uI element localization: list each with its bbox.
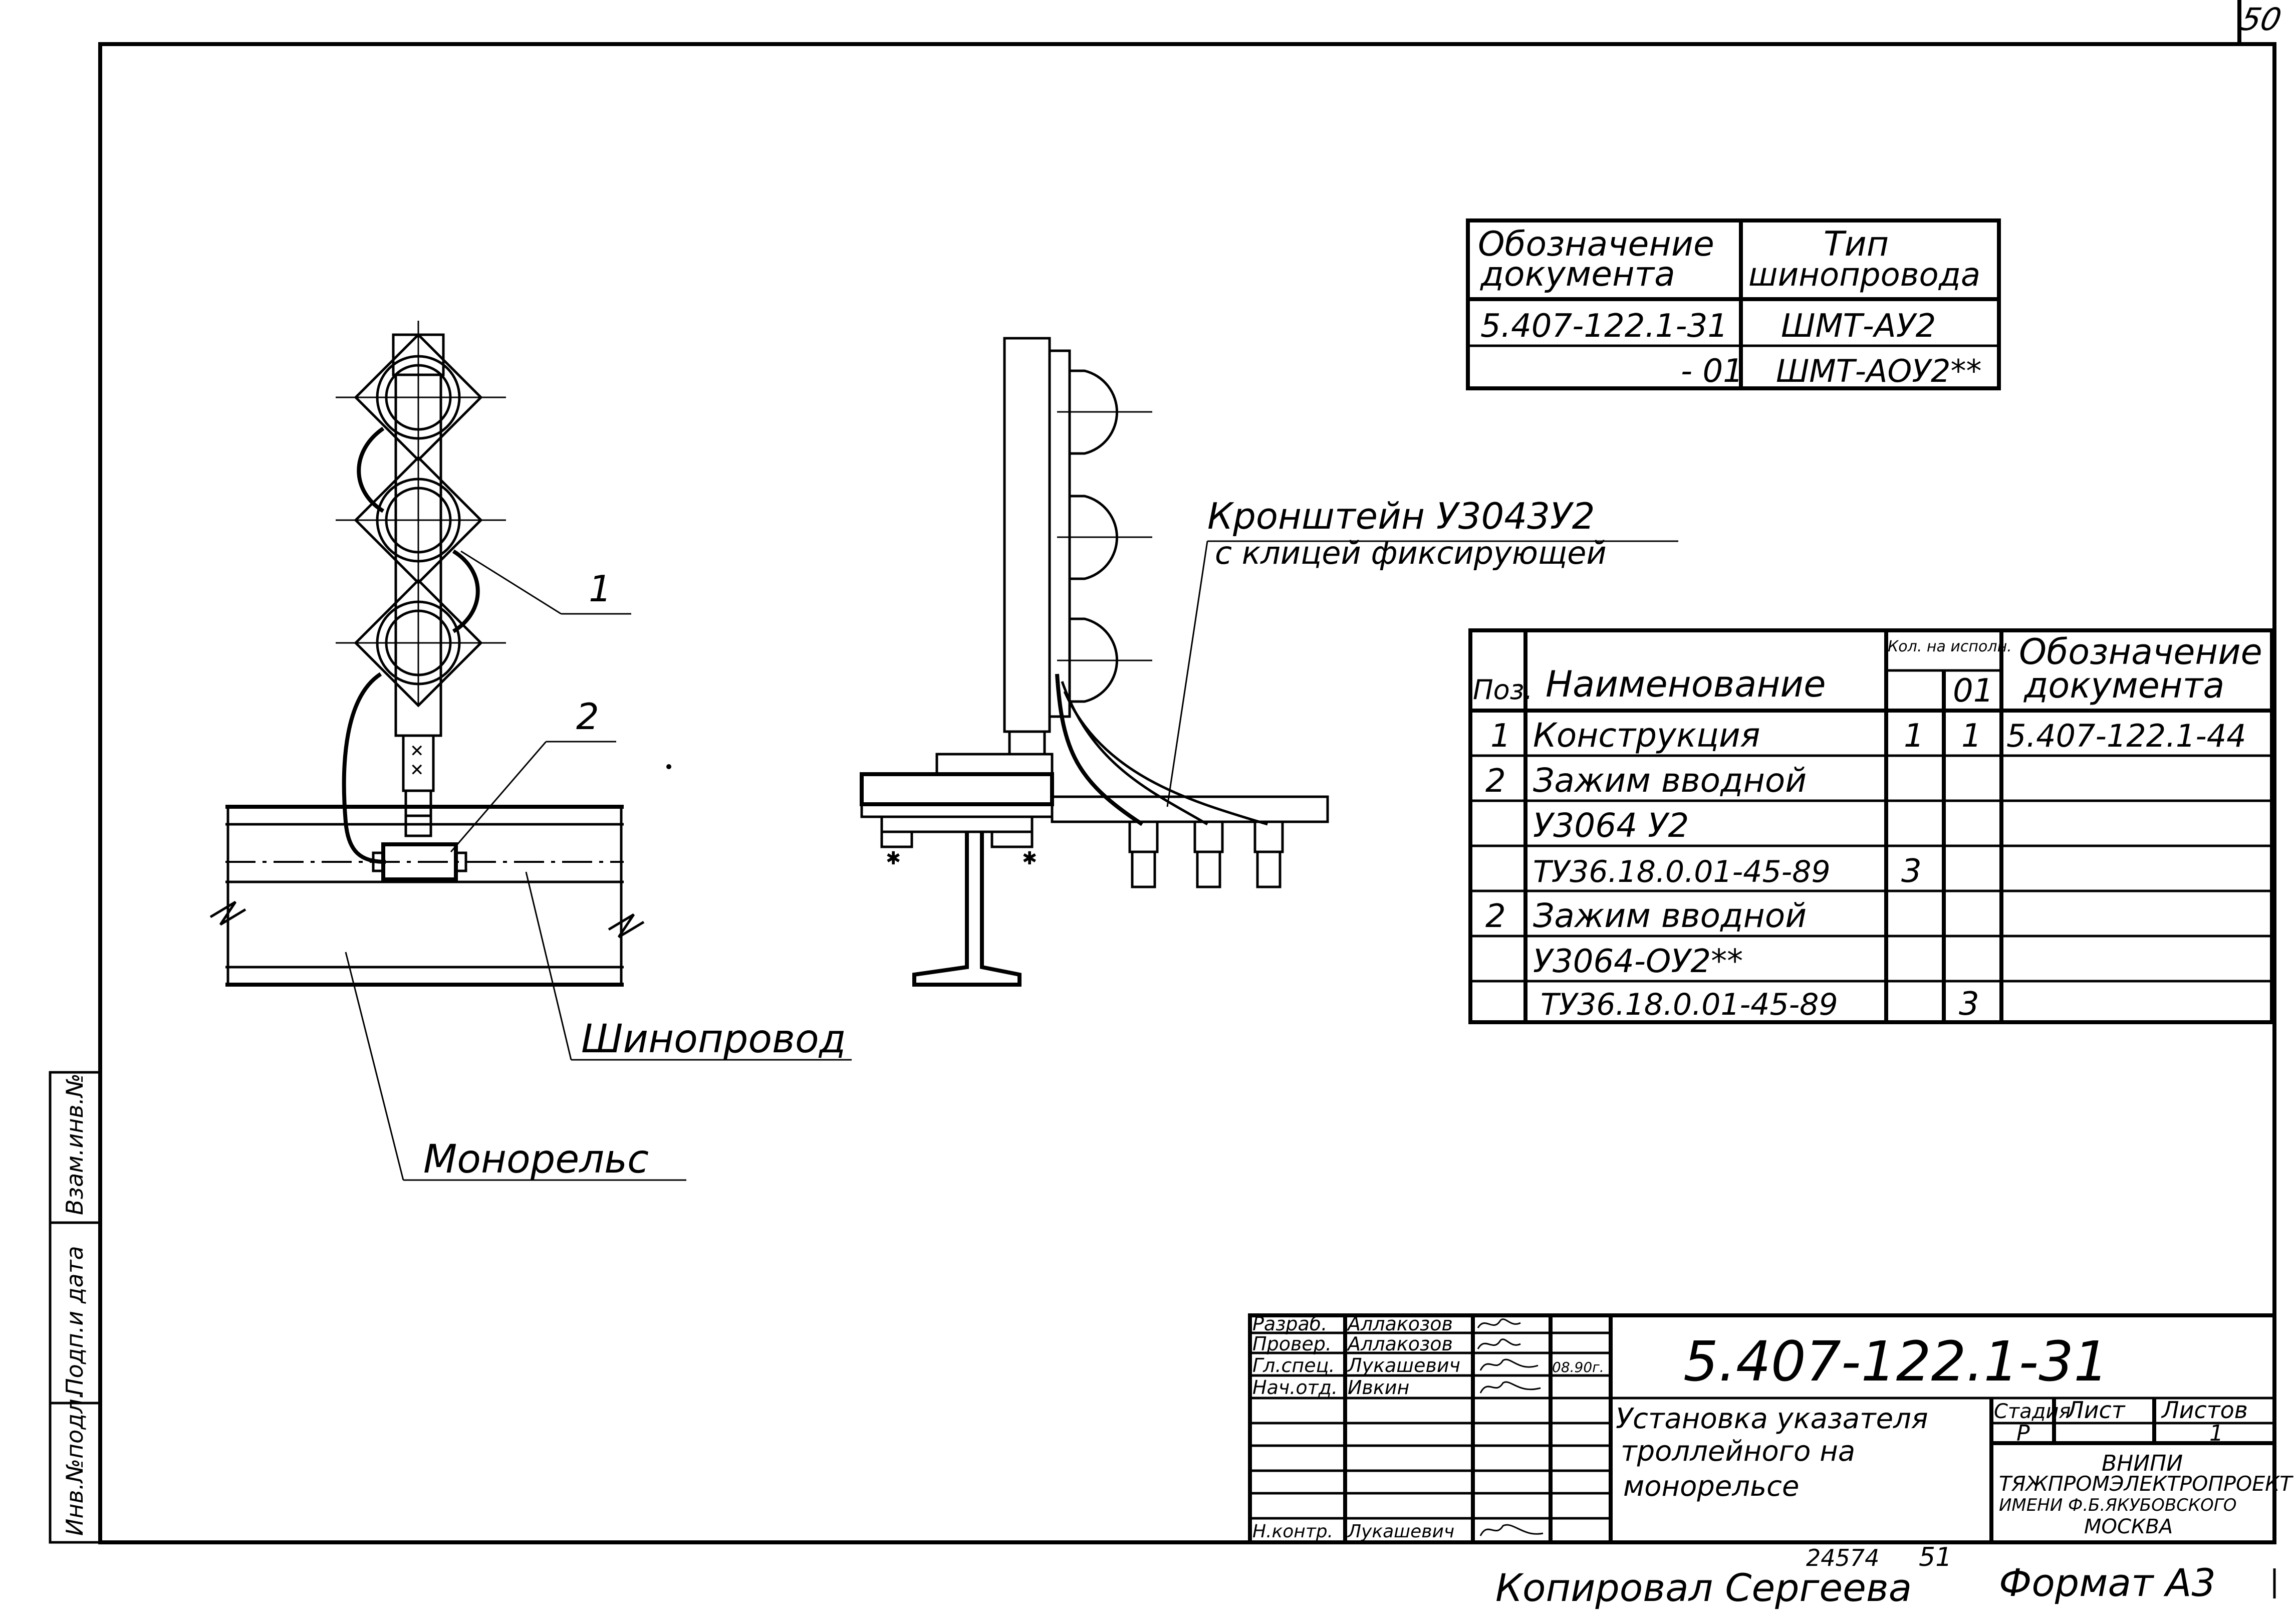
tb-signature-4: [1479, 1381, 1541, 1394]
callout-2: 2: [576, 696, 599, 738]
bracket-label-line2: с клицей фиксирующей: [1215, 535, 1607, 571]
spec-row4-name: ТУ36.18.0.01-45-89: [1533, 854, 1831, 889]
spec-row1-q2: 1: [1961, 718, 1982, 755]
spec-table: Поз. Наименование Кол. на исполн. 01 Обо…: [1468, 628, 2274, 1024]
footer-number: 24574: [1806, 1544, 1879, 1571]
tb-role-3: Гл.спец.: [1252, 1354, 1335, 1376]
spec-row1-pos: 1: [1490, 718, 1511, 755]
sheet-number: 50: [2237, 2, 2284, 38]
tb-name-2: Аллакозов: [1346, 1333, 1453, 1355]
side-view: ✱ ✱: [860, 337, 1329, 987]
tb-stage-header: Стадия: [1994, 1400, 2071, 1423]
spec-row1-name: Конструкция: [1533, 716, 1760, 755]
spec-row5-name: Зажим вводной: [1533, 896, 1807, 935]
doc-type-header-2b: шинопровода: [1748, 257, 1980, 294]
tb-designation: 5.407-122.1-31: [1683, 1329, 2109, 1394]
tb-signature-2: [1477, 1338, 1521, 1349]
spec-header-pos: Поз.: [1473, 674, 1533, 706]
doc-type-table: Обозначение документа Тип шинопровода 5.…: [1466, 218, 2001, 390]
spec-header-name: Наименование: [1546, 663, 1826, 705]
tb-name-1: Аллакозов: [1346, 1313, 1453, 1335]
drawing-frame: 50: [98, 0, 2284, 1544]
tb-title-line2: троллейного на: [1621, 1435, 1855, 1468]
doc-type-row2-type: ШМТ-АОУ2**: [1776, 353, 1981, 389]
tb-date-3: 08.90г.: [1552, 1359, 1604, 1375]
doc-type-header-2a: Тип: [1824, 224, 1889, 264]
bracket-callout: Кронштейн У3043У2 с клицей фиксирующей: [1166, 495, 1678, 807]
spec-row5-pos: 2: [1485, 898, 1506, 935]
spec-row2-pos: 2: [1485, 763, 1506, 800]
footer-format: Формат А3: [1999, 1560, 2216, 1605]
tb-name-4: Ивкин: [1348, 1376, 1409, 1399]
spec-row3-name: У3064 У2: [1533, 806, 1689, 845]
tb-sheet-header: Лист: [2066, 1397, 2126, 1424]
tb-role-2: Провер.: [1252, 1333, 1332, 1355]
tb-name-3: Лукашевич: [1347, 1354, 1460, 1376]
spec-header-doc-b: документа: [2023, 665, 2224, 706]
doc-type-header-1b: документа: [1480, 255, 1675, 294]
tb-signature-3: [1479, 1358, 1539, 1371]
side-stamp-inv: Инв.№подл.: [61, 1392, 88, 1536]
tb-title-line3: монорельсе: [1623, 1470, 1799, 1503]
tb-org-line1: ВНИПИ: [2102, 1451, 2183, 1476]
tb-title-line1: Установка указателя: [1616, 1403, 1928, 1435]
tb-role-1: Разраб.: [1252, 1313, 1327, 1335]
footer-copied: Копировал Сергеева: [1495, 1565, 1912, 1610]
svg-text:✕: ✕: [410, 741, 424, 761]
tb-name-5: Лукашевич: [1347, 1521, 1454, 1542]
tb-role-4: Нач.отд.: [1252, 1376, 1338, 1399]
doc-type-row1-type: ШМТ-АУ2: [1781, 308, 1936, 345]
callout-busbar: Шинопровод: [581, 1017, 846, 1062]
doc-type-row1-doc: 5.407-122.1-31: [1480, 308, 1728, 345]
spec-header-doc-a: Обозначение: [2019, 631, 2262, 672]
svg-text:✕: ✕: [410, 760, 424, 780]
spec-header-qty: Кол. на исполн.: [1888, 638, 2012, 655]
spec-row7-q2: 3: [1959, 986, 1979, 1023]
tb-role-5: Н.контр.: [1252, 1521, 1333, 1542]
footer-page: 51: [1919, 1542, 1952, 1572]
spec-row1-q1: 1: [1904, 718, 1924, 755]
doc-type-header-1a: Обозначение: [1478, 224, 1714, 264]
side-stamp-sign: Подп.и дата: [61, 1246, 88, 1396]
tb-signature-5: [1479, 1524, 1544, 1536]
tb-sheets-header: Листов: [2161, 1397, 2248, 1424]
tb-org-line3: ИМЕНИ Ф.Б.ЯКУБОВСКОГО: [1999, 1495, 2237, 1515]
footer: 24574 51 Копировал Сергеева Формат А3: [1495, 1542, 2276, 1610]
side-stamp-replace: Взам.инв.№: [61, 1073, 88, 1215]
tb-sheets-value: 1: [2209, 1421, 2223, 1446]
front-view-callouts: 1 2 Шинопровод Монорельс: [345, 550, 852, 1182]
spec-header-qty-sub: 01: [1953, 672, 1993, 710]
side-stamp: Инв.№подл. Подп.и дата Взам.инв.№: [49, 1071, 102, 1544]
doc-type-row2-doc: - 01: [1681, 353, 1743, 390]
tb-stage-value: Р: [2016, 1421, 2030, 1446]
stray-mark: [666, 764, 671, 769]
tb-org-line4: МОСКВА: [2084, 1515, 2173, 1538]
bracket-label-line1: Кронштейн У3043У2: [1207, 495, 1595, 537]
spec-row2-name: Зажим вводной: [1533, 761, 1807, 800]
spec-row7-name: ТУ36.18.0.01-45-89: [1541, 987, 1838, 1022]
tb-signature-1: [1477, 1318, 1521, 1328]
tb-org-line2: ТЯЖПРОМЭЛЕКТРОПРОЕКТ: [1999, 1472, 2293, 1496]
svg-text:✱: ✱: [886, 848, 901, 869]
spec-row1-doc: 5.407-122.1-44: [2006, 718, 2246, 754]
front-view: ✕ ✕: [209, 321, 645, 987]
title-block: Разраб. Аллакозов Провер. Аллакозов Гл.с…: [1248, 1313, 2293, 1544]
svg-text:✱: ✱: [1022, 848, 1037, 869]
callout-1: 1: [589, 568, 612, 610]
callout-monorail: Монорельс: [423, 1137, 649, 1182]
spec-row6-name: У3064-ОУ2**: [1533, 943, 1743, 980]
spec-row4-q1: 3: [1901, 853, 1922, 890]
